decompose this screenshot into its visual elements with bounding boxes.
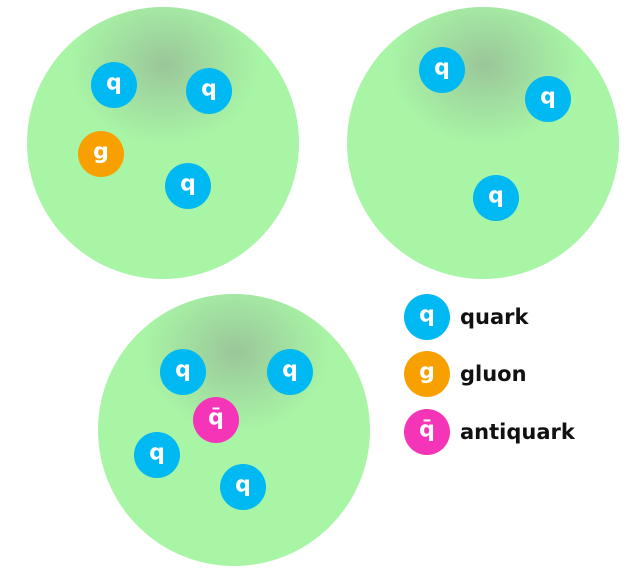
legend-label: quark [460, 305, 530, 329]
antiquark-circle [404, 409, 450, 455]
quark-particle: q [91, 62, 137, 108]
quark-circle [404, 294, 450, 340]
quark-symbol: q [201, 77, 217, 102]
quark-symbol: q [419, 303, 435, 328]
quark-circle [220, 464, 266, 510]
quark-particle: q [473, 175, 519, 221]
legend-item-gluon: g gluon [404, 351, 527, 397]
quark-circle [160, 349, 206, 395]
quark-particle: q [267, 349, 313, 395]
gluon-particle: g [78, 131, 124, 177]
quark-legend-icon: q [404, 294, 450, 340]
quark-circle [134, 432, 180, 478]
legend-item-antiquark: q̄ antiquark [404, 409, 576, 455]
legend: q quark g gluon q̄ antiquark [404, 294, 576, 455]
gluon-symbol: g [93, 140, 109, 165]
legend-item-quark: q quark [404, 294, 530, 340]
gluon-legend-icon: g [404, 351, 450, 397]
quark-particle: q [160, 349, 206, 395]
legend-label: antiquark [460, 420, 576, 444]
legend-label: gluon [460, 362, 527, 386]
quark-symbol: q [149, 441, 165, 466]
hadron-1: q q g q [27, 7, 299, 279]
quark-symbol: q [540, 85, 556, 110]
quark-circle [186, 68, 232, 114]
quark-circle [267, 349, 313, 395]
quark-circle [419, 47, 465, 93]
hadron-2: q q q [347, 7, 619, 279]
quark-circle [473, 175, 519, 221]
gluon-circle [404, 351, 450, 397]
quark-symbol: q [180, 172, 196, 197]
quark-symbol: q [434, 56, 450, 81]
quark-circle [91, 62, 137, 108]
quark-symbol: q [175, 358, 191, 383]
quark-particle: q [419, 47, 465, 93]
quark-particle: q [220, 464, 266, 510]
gluon-circle [78, 131, 124, 177]
shading [141, 294, 331, 432]
quark-symbol: q [235, 473, 251, 498]
antiquark-particle: q̄ [193, 397, 239, 443]
quark-circle [525, 76, 571, 122]
hadron-3: q q q̄ q q [98, 294, 370, 566]
antiquark-symbol: q̄ [419, 418, 435, 443]
antiquark-symbol: q̄ [208, 406, 224, 431]
quark-circle [165, 163, 211, 209]
antiquark-circle [193, 397, 239, 443]
quark-particle: q [525, 76, 571, 122]
quark-symbol: q [106, 71, 122, 96]
quark-particle: q [186, 68, 232, 114]
quark-particle: q [134, 432, 180, 478]
antiquark-legend-icon: q̄ [404, 409, 450, 455]
quark-particle: q [165, 163, 211, 209]
quark-symbol: q [488, 184, 504, 209]
quark-symbol: q [282, 358, 298, 383]
gluon-symbol: g [419, 360, 435, 385]
